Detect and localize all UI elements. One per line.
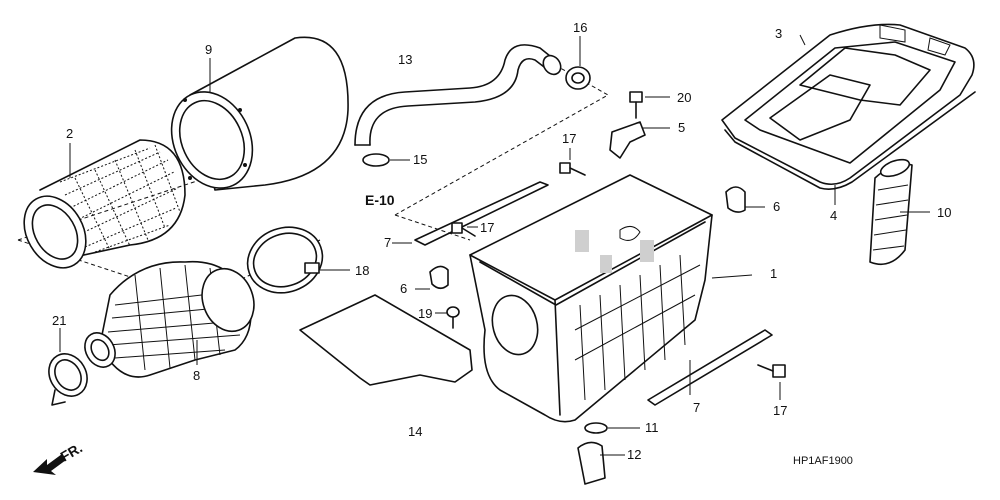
bolt-lower bbox=[757, 364, 786, 378]
callout-9: 9 bbox=[205, 42, 212, 57]
callout-21: 21 bbox=[52, 313, 66, 328]
callout-3: 3 bbox=[775, 26, 782, 41]
intake-duct bbox=[84, 260, 255, 378]
group-outline-hose bbox=[394, 64, 610, 241]
drain-tube bbox=[869, 158, 913, 266]
grommet bbox=[565, 66, 591, 90]
section-reference: E-10 bbox=[365, 192, 395, 208]
callout-16: 16 bbox=[573, 20, 587, 35]
stay-upper bbox=[414, 181, 549, 246]
hose-clip bbox=[362, 153, 390, 167]
callout-17-upper: 17 bbox=[562, 131, 576, 146]
cover-seal bbox=[724, 91, 976, 190]
callout-19: 19 bbox=[418, 306, 432, 321]
bolt-top bbox=[629, 91, 643, 119]
drain-plug bbox=[577, 441, 606, 485]
callout-14: 14 bbox=[408, 424, 422, 439]
hose-clamp bbox=[48, 353, 88, 406]
filter-housing-cylinder bbox=[170, 36, 349, 191]
breather-hose bbox=[354, 44, 562, 146]
callout-17-lower: 17 bbox=[773, 403, 787, 418]
callout-2: 2 bbox=[66, 126, 73, 141]
clip-right bbox=[725, 186, 746, 213]
band-clamp bbox=[246, 226, 324, 294]
callout-15: 15 bbox=[413, 152, 427, 167]
callout-18: 18 bbox=[355, 263, 369, 278]
front-direction-arrow-icon: FR. bbox=[33, 439, 85, 475]
callout-5: 5 bbox=[678, 120, 685, 135]
callout-6-left: 6 bbox=[400, 281, 407, 296]
drain-clip bbox=[584, 422, 608, 434]
figure-code: HP1AF1900 bbox=[793, 455, 853, 467]
callout-1: 1 bbox=[770, 266, 777, 281]
stay-lower bbox=[647, 329, 773, 406]
filter-element bbox=[23, 139, 186, 269]
callout-7-lower: 7 bbox=[693, 400, 700, 415]
leader-lines bbox=[59, 34, 930, 456]
bolt-upper bbox=[559, 162, 586, 176]
callout-20: 20 bbox=[677, 90, 691, 105]
bracket bbox=[609, 121, 646, 159]
air-cleaner-case bbox=[469, 174, 713, 423]
air-cleaner-cover bbox=[721, 23, 975, 186]
callout-7-upper: 7 bbox=[384, 235, 391, 250]
heat-shield bbox=[299, 294, 473, 386]
callout-13: 13 bbox=[398, 52, 412, 67]
clip-left bbox=[429, 265, 449, 290]
screw bbox=[446, 306, 460, 329]
callout-10: 10 bbox=[937, 205, 951, 220]
callout-4: 4 bbox=[830, 208, 837, 223]
bolt-left bbox=[451, 222, 476, 237]
callout-6-right: 6 bbox=[773, 199, 780, 214]
callout-8: 8 bbox=[193, 368, 200, 383]
callout-11: 11 bbox=[645, 420, 659, 435]
callout-12: 12 bbox=[627, 447, 641, 462]
callout-17-left: 17 bbox=[480, 220, 494, 235]
